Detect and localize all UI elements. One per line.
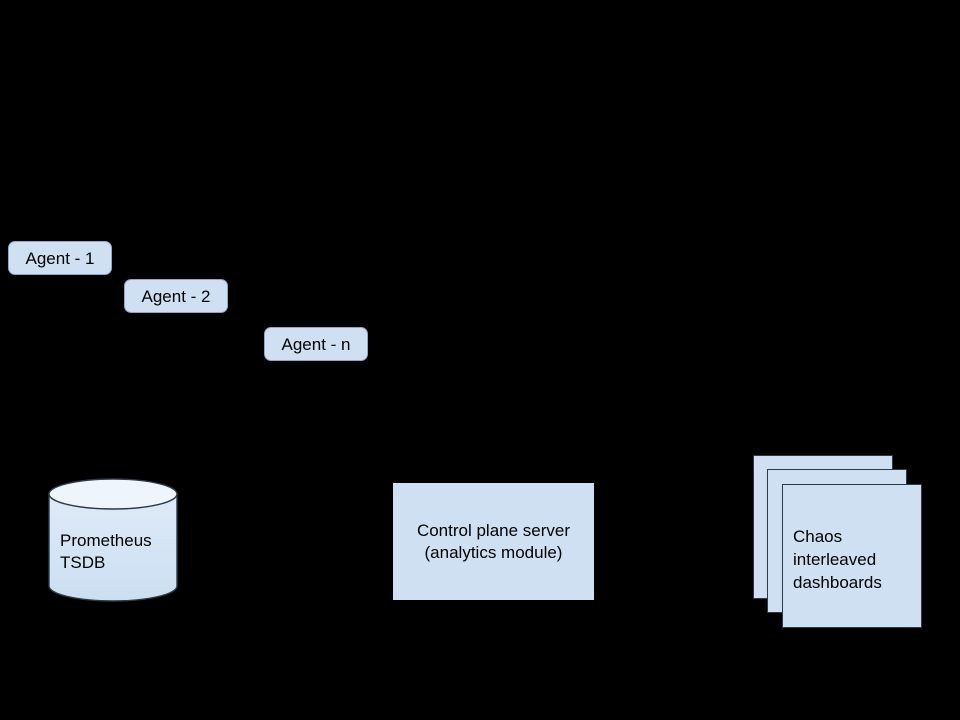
control-plane-line-1: Control plane server <box>416 520 571 540</box>
agent-node-2-label: Agent - 2 <box>141 286 211 306</box>
agent-node-n-label: Agent - n <box>281 334 351 354</box>
chaos-dashboards-label: Chaos interleaved dashboards <box>793 527 882 592</box>
control-plane-line-2: (analytics module) <box>424 542 563 562</box>
prometheus-tsdb-label: Prometheus TSDB <box>48 530 178 574</box>
agent-node-2[interactable]: Agent - 2 <box>124 279 228 313</box>
agent-node-1-label: Agent - 1 <box>25 248 95 268</box>
agent-node-1[interactable]: Agent - 1 <box>8 241 112 275</box>
dashboard-card-front[interactable] <box>782 484 922 628</box>
prometheus-tsdb-line-1: Prometheus <box>60 531 152 550</box>
prometheus-tsdb-line-2: TSDB <box>60 553 106 572</box>
database-cylinder-icon <box>48 478 178 602</box>
agent-node-n[interactable]: Agent - n <box>264 327 368 361</box>
control-plane-server-node[interactable]: Control plane server (analytics module) <box>393 483 594 600</box>
prometheus-tsdb-node[interactable]: Prometheus TSDB <box>48 478 178 602</box>
